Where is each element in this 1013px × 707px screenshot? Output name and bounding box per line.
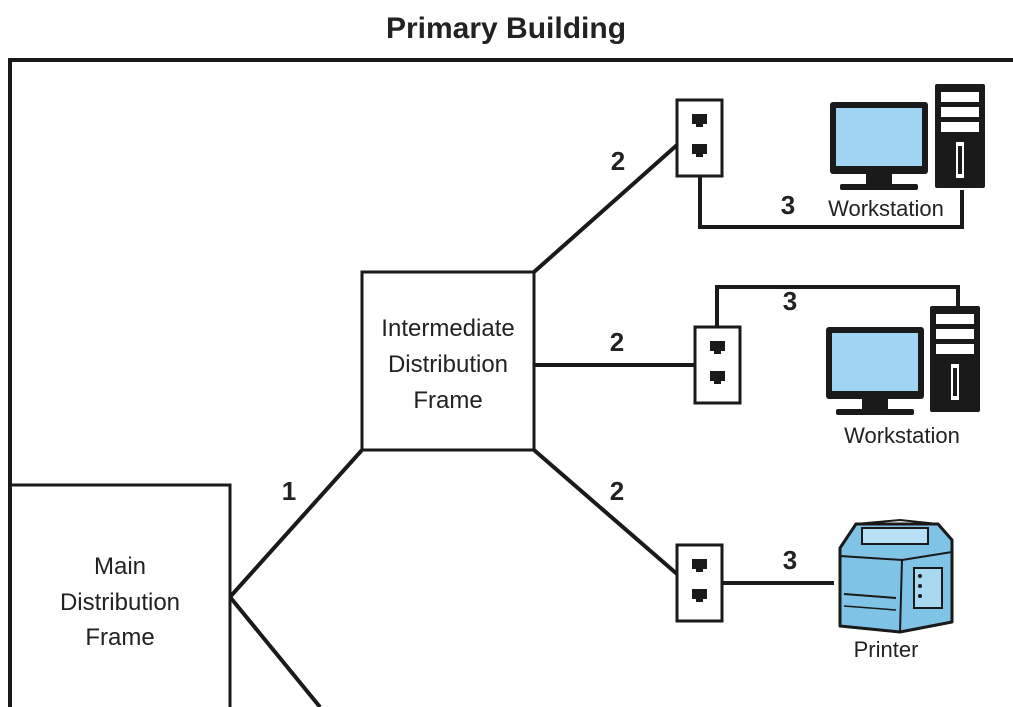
idf-label-line-3: Frame: [413, 387, 482, 414]
monitor-icon: [826, 327, 924, 415]
wall-jack-icon: [675, 98, 724, 178]
idf-label-line-2: Distribution: [388, 351, 508, 378]
horizontal-cable-bottom-number: 2: [610, 476, 624, 506]
diagram-title: Primary Building: [386, 12, 626, 45]
patch-cable-middle: [715, 285, 960, 327]
idf-label-line-1: Intermediate: [381, 315, 514, 342]
wall-jack-icon: [693, 325, 742, 405]
patch-cable-bottom-number: 3: [783, 545, 797, 575]
workstation-middle: [826, 306, 980, 415]
patch-cable-middle-number: 3: [783, 286, 797, 316]
horizontal-cable-middle-number: 2: [610, 327, 624, 357]
wall-jack-icon: [675, 543, 724, 623]
mdf-label-line-1: Main: [94, 553, 146, 580]
tower-pc-icon: [930, 306, 980, 412]
monitor-icon: [830, 102, 928, 190]
tower-pc-icon: [935, 84, 985, 188]
backbone-cable: [228, 448, 364, 599]
main-distribution-frame: Main Distribution Frame: [10, 483, 232, 707]
horizontal-cable-top: [532, 143, 679, 274]
backbone-cable-continuation: [228, 595, 322, 707]
intermediate-distribution-frame: Intermediate Distribution Frame: [360, 270, 536, 452]
mdf-label-line-2: Distribution: [60, 589, 180, 616]
workstation-middle-label: Workstation: [844, 423, 960, 448]
backbone-cable-number: 1: [282, 476, 296, 506]
patch-cable-top-number: 3: [781, 190, 795, 220]
printer-label: Printer: [854, 637, 919, 662]
horizontal-cable-top-number: 2: [611, 146, 625, 176]
workstation-top-label: Workstation: [828, 196, 944, 221]
building-outline: [8, 58, 1013, 707]
horizontal-cable-bottom: [532, 448, 679, 576]
patch-cable-top: [698, 176, 964, 229]
mdf-label-line-3: Frame: [85, 624, 154, 651]
workstation-top: [830, 84, 985, 190]
printer-icon: [838, 518, 954, 634]
